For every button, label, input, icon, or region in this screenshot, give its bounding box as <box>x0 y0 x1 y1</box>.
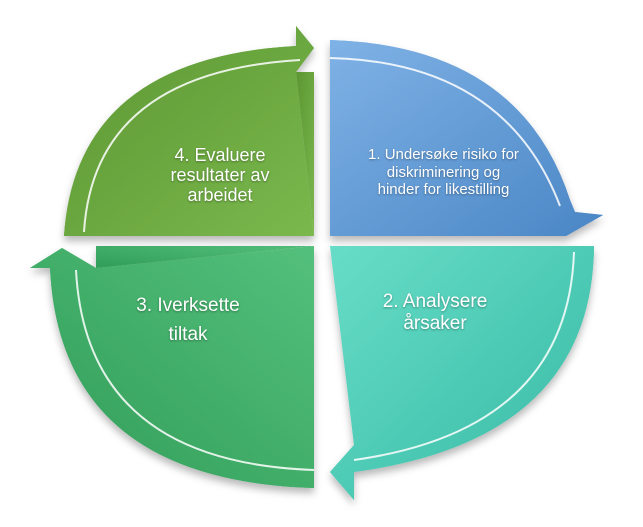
step-2-label: 2. Analysere årsaker <box>360 291 510 336</box>
step-2-line-2: årsaker <box>403 313 467 335</box>
step-3-line-1: 3. Iverksette <box>136 295 240 316</box>
quadrant-3-inner-arc <box>75 269 315 471</box>
step-1-line-1: 1. Undersøke risiko for <box>368 146 519 163</box>
step-1-line-3: hinder for likestilling <box>377 181 510 199</box>
step-4-line-2: resultater av <box>170 164 270 185</box>
quadrant-2 <box>330 246 594 500</box>
step-2-line-1: 2. Analysere <box>382 291 488 312</box>
step-3-label: 3. Iverksette tiltak <box>108 291 268 350</box>
step-3-line-2: tiltak <box>168 324 208 346</box>
quadrant-1-inner-arc <box>329 57 561 207</box>
step-4-line-1: 4. Evaluere <box>174 145 266 165</box>
quadrant-4 <box>64 26 314 236</box>
step-4-label: 4. Evaluere resultater av arbeidet <box>140 145 300 205</box>
quadrant-3 <box>30 246 315 488</box>
quadrant-4-inner-arc <box>83 59 301 233</box>
quadrant-2-inner-arc <box>353 251 575 461</box>
step-1-label: 1. Undersøke risiko for diskriminering o… <box>336 146 551 199</box>
quadrant-1 <box>329 40 603 236</box>
step-1-line-2: diskriminering og <box>386 163 501 181</box>
step-4-line-3: arbeidet <box>187 184 253 205</box>
